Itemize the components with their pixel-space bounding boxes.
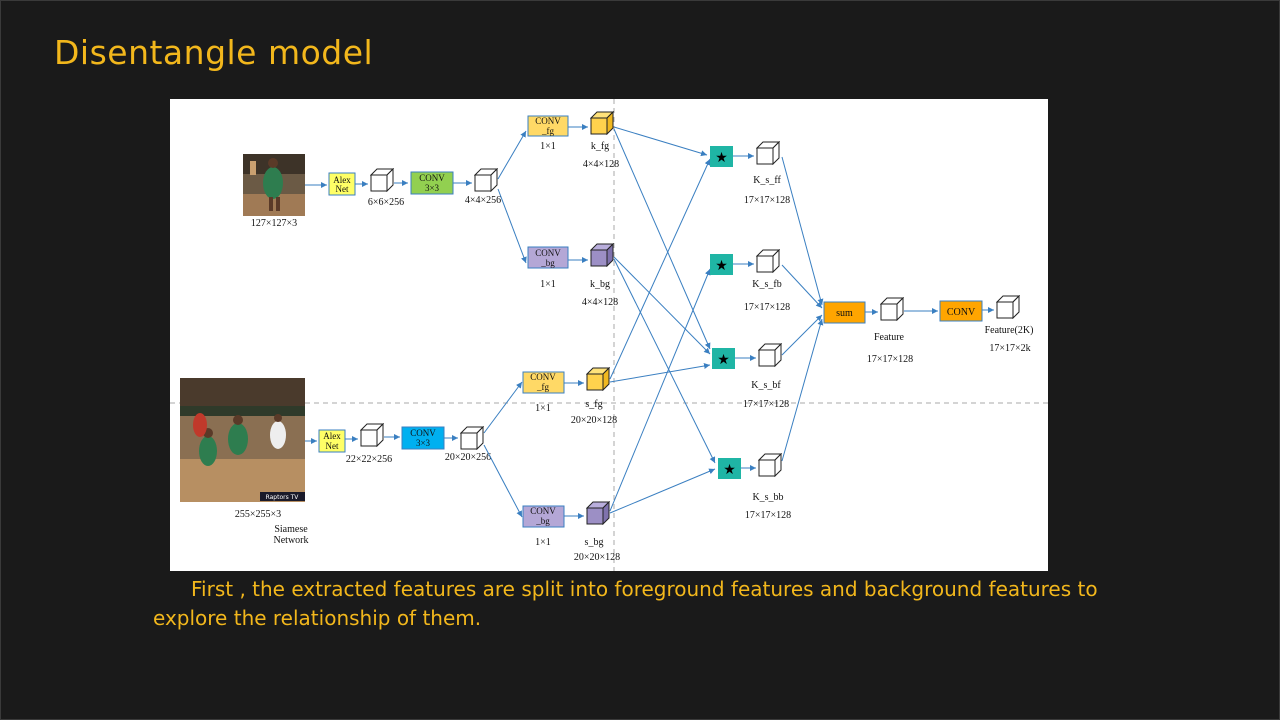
svg-text:3×3: 3×3 [416, 438, 431, 448]
svg-text:_bg: _bg [540, 258, 555, 268]
correlation-fb: ★ K_s_fb 17×17×128 [710, 249, 790, 313]
feature-size: 17×17×128 [867, 354, 913, 365]
sum-box: sum [823, 301, 866, 324]
top-feat2-size: 4×4×256 [465, 195, 501, 206]
k-fg-cube [590, 111, 614, 135]
search-size-label: 255×255×3 [235, 509, 281, 520]
k-bg-size: 4×4×128 [582, 297, 618, 308]
bottom-feature-cube-1 [360, 423, 384, 447]
feature-label: Feature [874, 332, 905, 343]
top-conv-bg-kernel: 1×1 [540, 279, 556, 290]
star-icon: ★ [717, 352, 730, 368]
siamese-label-line2: Network [274, 535, 309, 546]
s-fg-label: s_fg [585, 399, 602, 410]
svg-text:CONV: CONV [530, 506, 556, 516]
slide-caption: First , the extracted features are split… [153, 577, 1098, 630]
svg-text:3×3: 3×3 [425, 183, 440, 193]
top-feature-cube-1 [370, 168, 394, 192]
bottom-feature-cube-2 [460, 426, 484, 450]
slide-title: Disentangle model [54, 33, 374, 72]
bottom-conv-fg-kernel: 1×1 [535, 403, 551, 414]
correlation-bb: ★ K_s_bb 17×17×128 [718, 453, 791, 521]
svg-text:17×17×128: 17×17×128 [744, 302, 790, 313]
s-fg-cube [586, 367, 610, 391]
svg-text:sum: sum [836, 308, 853, 319]
svg-text:K_s_bb: K_s_bb [752, 492, 783, 503]
svg-text:K_s_fb: K_s_fb [752, 279, 781, 290]
correlation-bf: ★ K_s_bf 17×17×128 [712, 343, 789, 410]
top-conv3x3-box: CONV 3×3 [410, 171, 454, 195]
k-bg-label: k_bg [590, 279, 610, 290]
bottom-feat1-size: 22×22×256 [346, 454, 392, 465]
svg-text:Net: Net [336, 184, 349, 194]
top-conv-fg-kernel: 1×1 [540, 141, 556, 152]
top-conv-fg-box: CONV _fg [527, 115, 569, 137]
svg-text:K_s_bf: K_s_bf [751, 380, 781, 391]
svg-text:CONV: CONV [530, 372, 556, 382]
output-size: 17×17×2k [989, 343, 1030, 354]
correlation-ff: ★ K_s_ff 17×17×128 [710, 141, 790, 206]
top-alexnet-box: Alex Net [328, 172, 356, 196]
s-fg-size: 20×20×128 [571, 415, 617, 426]
svg-text:CONV: CONV [947, 307, 976, 318]
svg-text:Net: Net [326, 441, 339, 451]
svg-text:CONV: CONV [419, 173, 445, 183]
k-bg-cube [590, 243, 614, 267]
top-feature-cube-2 [474, 168, 498, 192]
star-icon: ★ [715, 150, 728, 166]
svg-text:CONV: CONV [535, 116, 561, 126]
bottom-conv-bg-kernel: 1×1 [535, 537, 551, 548]
svg-text:_bg: _bg [535, 516, 550, 526]
bottom-alexnet-box: Alex Net [318, 429, 346, 453]
svg-text:Alex: Alex [333, 175, 351, 185]
top-conv-bg-box: CONV _bg [527, 246, 569, 269]
svg-text:CONV: CONV [535, 248, 561, 258]
feature-cube [880, 297, 904, 321]
bottom-conv-fg-box: CONV _fg [522, 371, 565, 394]
svg-text:_fg: _fg [536, 382, 549, 392]
bottom-conv-bg-box: CONV _bg [522, 505, 565, 528]
search-image: Raptors TV [180, 378, 305, 502]
k-fg-label: k_fg [591, 141, 609, 152]
output-label: Feature(2K) [985, 325, 1034, 336]
s-bg-cube [586, 501, 610, 525]
svg-text:K_s_ff: K_s_ff [753, 175, 781, 186]
diagram-svg: 127×127×3 Alex Net 6×6×256 CONV 3×3 4×4×… [170, 99, 1048, 571]
svg-text:17×17×128: 17×17×128 [743, 399, 789, 410]
final-conv-box: CONV [939, 300, 983, 322]
svg-text:17×17×128: 17×17×128 [744, 195, 790, 206]
k-fg-size: 4×4×128 [583, 159, 619, 170]
svg-text:CONV: CONV [410, 428, 436, 438]
s-bg-label: s_bg [585, 537, 604, 548]
star-icon: ★ [723, 462, 736, 478]
siamese-label-line1: Siamese [274, 524, 308, 535]
template-image [243, 154, 305, 216]
template-size-label: 127×127×3 [251, 218, 297, 229]
search-image-watermark: Raptors TV [266, 494, 300, 501]
star-icon: ★ [715, 258, 728, 274]
model-diagram: 127×127×3 Alex Net 6×6×256 CONV 3×3 4×4×… [170, 99, 1048, 571]
top-feat1-size: 6×6×256 [368, 197, 404, 208]
s-bg-size: 20×20×128 [574, 552, 620, 563]
svg-text:_fg: _fg [541, 126, 554, 136]
svg-text:17×17×128: 17×17×128 [745, 510, 791, 521]
bottom-conv3x3-box: CONV 3×3 [401, 426, 445, 450]
svg-text:Alex: Alex [323, 431, 341, 441]
bottom-feat2-size: 20×20×256 [445, 452, 491, 463]
output-cube [996, 295, 1020, 319]
